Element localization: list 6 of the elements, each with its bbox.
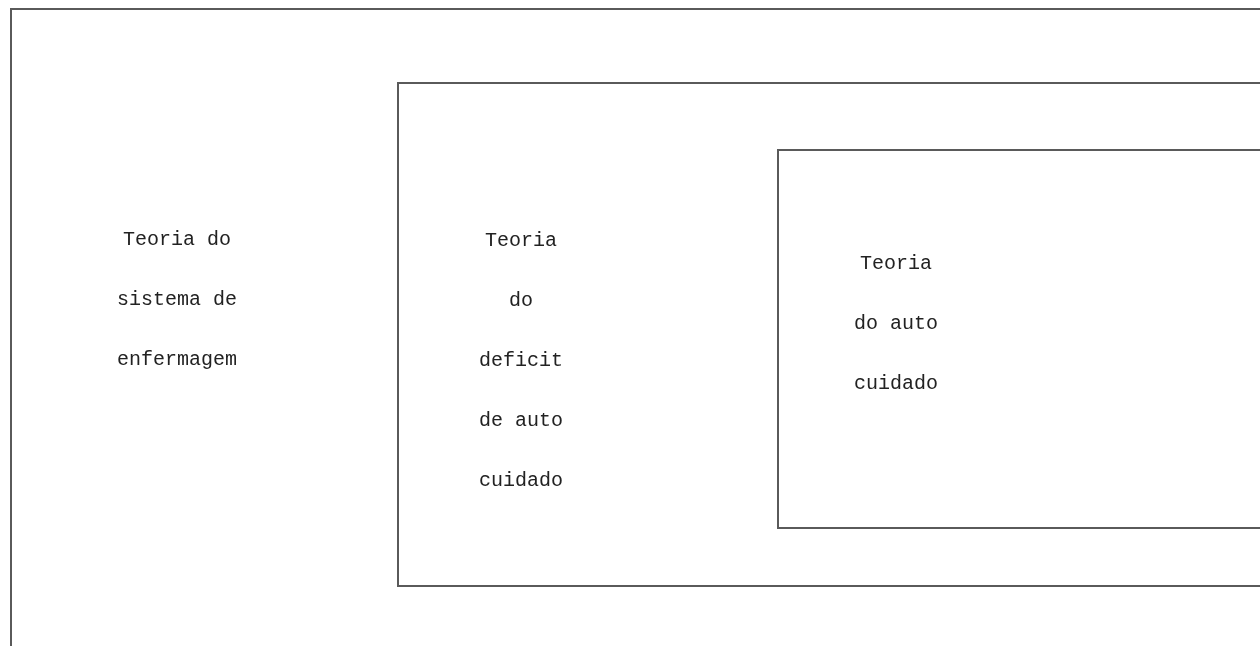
theory-box: [777, 149, 1260, 529]
theory-label: Teoria do deficit de auto cuidado: [479, 228, 563, 494]
theory-box: [10, 8, 1260, 646]
theory-label: Teoria do sistema de enfermagem: [117, 227, 237, 373]
theory-label: Teoria do auto cuidado: [854, 251, 938, 397]
theory-box: [397, 82, 1260, 587]
